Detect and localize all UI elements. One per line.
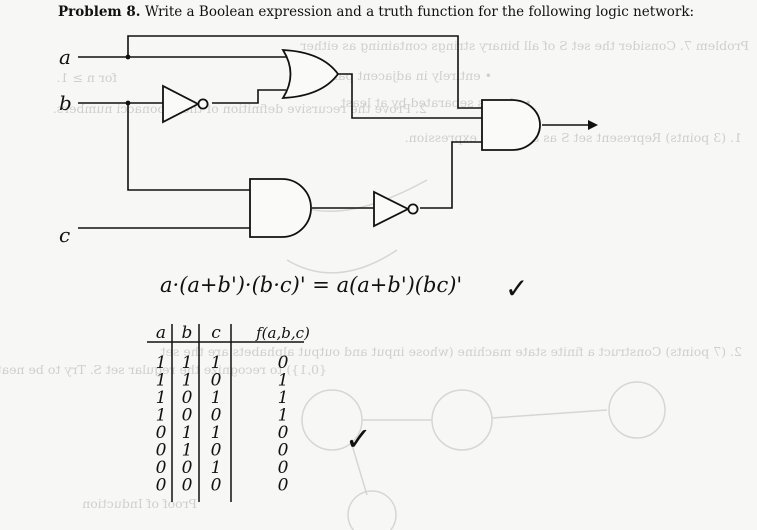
or-gate: [281, 49, 340, 99]
bleed-line-9: Proof of Induction: [82, 496, 197, 511]
table-cell-r0-c0: 1: [156, 353, 167, 373]
table-cell-r3-c2: 0: [211, 406, 222, 426]
not-gate-b: [162, 84, 200, 124]
wire-a-to-final-and: [127, 35, 482, 109]
table-cell-r7-c1: 0: [182, 476, 193, 496]
table-cell-r1-c3: 1: [278, 371, 289, 391]
table-cell-r6-c0: 0: [156, 458, 167, 478]
bleed-line-8: {0,1}) to recognize the regular set S. T…: [0, 362, 327, 377]
table-header-3: f(a,b,c): [255, 324, 310, 342]
table-cell-r3-c3: 1: [278, 406, 289, 426]
junction-a: [125, 54, 131, 60]
wire-b-to-and: [127, 103, 250, 191]
table-cell-r4-c1: 1: [182, 423, 193, 443]
table-cell-r5-c3: 0: [278, 441, 289, 461]
bleed-fsm-sketch: [286, 179, 666, 530]
table-cell-r0-c1: 1: [182, 353, 193, 373]
output-arrow: [588, 120, 598, 130]
problem-heading: Problem 8. Write a Boolean expression an…: [58, 4, 694, 20]
table-cell-r4-c3: 0: [278, 423, 289, 443]
table-cell-r4-c2: 1: [211, 423, 222, 443]
bleed-line-7: 2. (7 points) Construct a finite state m…: [161, 344, 742, 359]
wire-not-to-final-and: [420, 141, 482, 209]
table-cell-r2-c3: 1: [278, 388, 289, 408]
table-cell-r2-c0: 1: [156, 388, 167, 408]
expression-check-mark: ✓: [505, 272, 528, 305]
table-cell-r2-c2: 1: [211, 388, 222, 408]
input-label-a: a: [59, 45, 71, 69]
bleed-line-3: • entirely in adjacent pairs, or: [300, 68, 492, 83]
problem-number: Problem 8.: [58, 4, 141, 20]
bleed-line-2: for n ≥ 1.: [57, 70, 118, 85]
table-cell-r7-c3: 0: [278, 476, 289, 496]
input-label-b: b: [59, 91, 72, 115]
table-cell-r6-c3: 0: [278, 458, 289, 478]
table-cell-r5-c1: 1: [182, 441, 193, 461]
bleed-line-1: Problem 7. Consider the set S of all bin…: [301, 38, 749, 53]
table-cell-r0-c2: 1: [211, 353, 222, 373]
table-cell-r1-c0: 1: [156, 371, 167, 391]
table-cell-r7-c2: 0: [211, 476, 222, 496]
boolean-expression: a·(a+b')·(b·c)' = a(a+b')(bc)': [160, 273, 462, 297]
table-cell-r2-c1: 0: [182, 388, 193, 408]
not-gate-bc-bubble: [407, 203, 419, 215]
and-gate-bc: [249, 178, 312, 238]
input-label-c: c: [59, 223, 70, 247]
table-cell-r7-c0: 0: [156, 476, 167, 496]
table-cell-r1-c2: 0: [211, 371, 222, 391]
problem-text: Write a Boolean expression and a truth f…: [144, 4, 695, 20]
not-gate-b-bubble: [197, 98, 209, 110]
circuit-wires: [78, 35, 598, 229]
table-cell-r4-c0: 0: [156, 423, 167, 443]
not-gate-bc: [373, 190, 411, 228]
table-cell-r5-c0: 0: [156, 441, 167, 461]
junction-b: [125, 100, 131, 106]
table-cell-r3-c0: 1: [156, 406, 167, 426]
table-header-2: c: [211, 323, 221, 343]
wire-or-to-final-and: [336, 73, 482, 119]
table-header-0: a: [156, 323, 166, 343]
table-cell-r0-c3: 0: [278, 353, 289, 373]
bleed-line-5: 2. Prove the recursive definition of the…: [53, 101, 427, 116]
table-header-1: b: [182, 323, 193, 343]
table-check-mark: ✓: [345, 420, 372, 458]
table-cell-r5-c2: 0: [211, 441, 222, 461]
table-cell-r1-c1: 1: [182, 371, 193, 391]
table-cell-r6-c1: 0: [182, 458, 193, 478]
table-cell-r6-c2: 1: [211, 458, 222, 478]
table-cell-r3-c1: 0: [182, 406, 193, 426]
circuit-gates: [162, 49, 541, 238]
wire-not-b-to-or: [212, 89, 286, 104]
truth-table-rules: [147, 324, 304, 502]
and-gate-final: [481, 99, 541, 151]
